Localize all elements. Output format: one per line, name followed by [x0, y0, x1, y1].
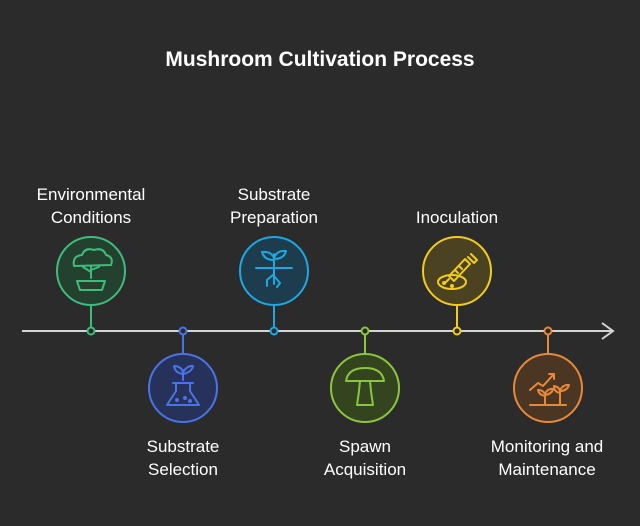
step-label-monitoring-and-maintenance: Monitoring and Maintenance: [490, 437, 604, 479]
step-label-substrate-preparation: Substrate Preparation: [230, 185, 318, 227]
step-badge: [513, 353, 583, 423]
timeline-dot: [86, 326, 96, 336]
timeline-dot: [543, 326, 553, 336]
diagram-title: Mushroom Cultivation Process: [165, 48, 475, 71]
step-monitoring-and-maintenance: [513, 326, 583, 423]
timeline-arrowhead-icon: [601, 322, 615, 340]
timeline-dot: [452, 326, 462, 336]
step-badge: [148, 353, 218, 423]
step-label-environmental-conditions: Environmental Conditions: [36, 185, 146, 227]
step-substrate-selection: [148, 326, 218, 423]
lab-flask-sprout-icon: [166, 364, 200, 406]
timeline-dot: [360, 326, 370, 336]
timeline-dot: [178, 326, 188, 336]
step-environmental-conditions: [56, 236, 126, 336]
bonsai-tree-icon: [72, 248, 113, 291]
step-badge: [330, 353, 400, 423]
step-label-substrate-selection: Substrate Selection: [146, 437, 220, 479]
step-substrate-preparation: [239, 236, 309, 336]
timeline-dot: [269, 326, 279, 336]
growth-chart-plant-icon: [529, 373, 570, 406]
mushroom-icon: [345, 367, 385, 406]
step-inoculation: [422, 236, 492, 336]
step-spawn-acquisition: [330, 326, 400, 423]
syringe-petri-dish-icon: [437, 253, 478, 290]
step-label-inoculation: Inoculation: [415, 208, 499, 227]
step-label-spawn-acquisition: Spawn Acquisition: [323, 437, 407, 479]
seedling-roots-icon: [255, 249, 293, 288]
